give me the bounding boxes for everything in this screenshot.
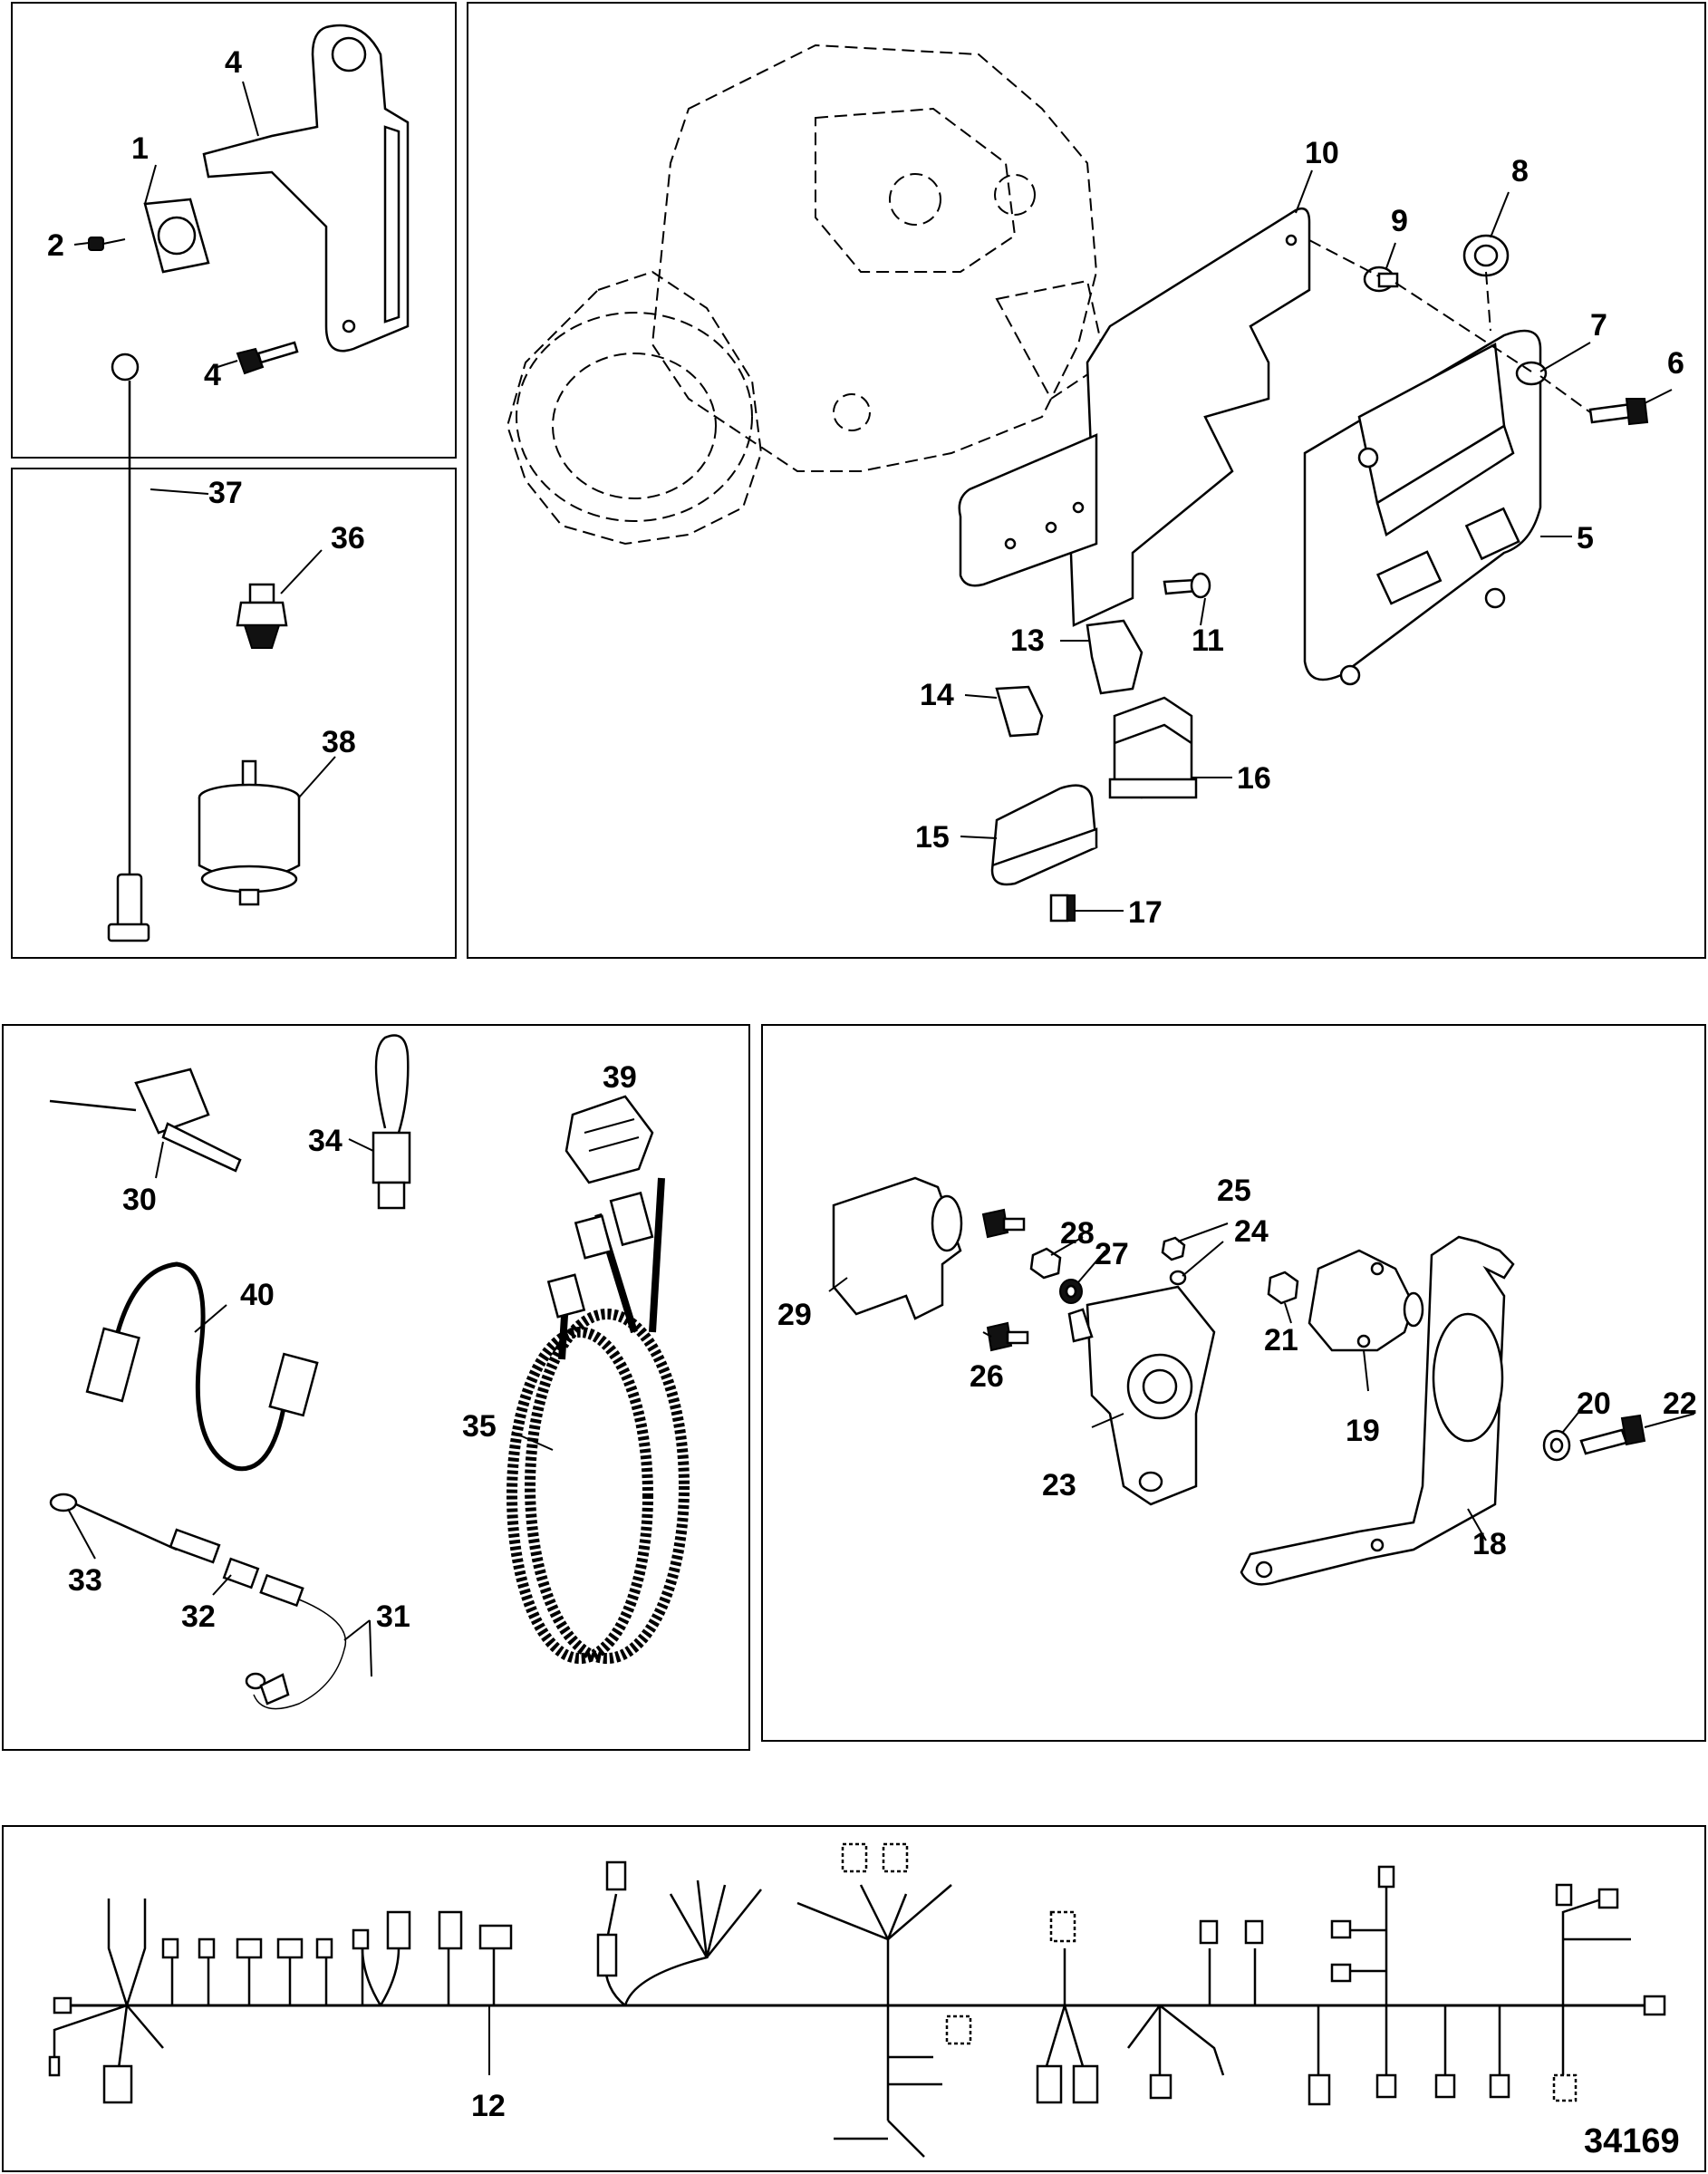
callout-1: 1 [131,131,149,166]
bracket-part-29 [832,1176,963,1320]
sensor-assembly-part-23 [1067,1285,1216,1506]
callout-21: 21 [1264,1323,1298,1358]
callout-20: 20 [1577,1387,1611,1421]
temperature-sensor-part-30 [49,1068,242,1173]
callout-12: 12 [471,2089,506,2123]
nut-part-25 [1161,1236,1186,1261]
coiled-harness-part-35 [507,1177,690,1664]
callout-34: 34 [308,1124,343,1158]
stud-part-26-and-28 [981,1208,1029,1352]
relay-part-16 [1108,696,1198,799]
bracket-part-18 [1240,1235,1515,1586]
callout-14: 14 [920,678,954,712]
panel-throttle [761,1024,1706,1742]
callout-15: 15 [915,820,950,855]
screw-part-11 [1163,572,1211,599]
callout-38: 38 [322,725,356,759]
panel-main-harness [2,1825,1706,2172]
ecm-module-part-5 [1303,329,1542,686]
callout-3: 4 [225,45,242,80]
connector-part-39 [565,1095,654,1184]
bolt-part-22 [1579,1414,1646,1455]
callout-24: 24 [1234,1214,1269,1249]
spacer-part-9 [1363,266,1399,293]
bolt-part-4 [236,341,299,375]
callout-25: 25 [1217,1174,1251,1208]
callout-26: 26 [970,1359,1004,1394]
grommet-part-8 [1462,234,1510,277]
callout-19: 19 [1346,1414,1380,1448]
washer-part-7 [1515,361,1548,386]
fuse-holder-part-15 [990,784,1098,886]
clip-part-14 [995,685,1044,738]
drawing-number: 34169 [1584,2122,1680,2160]
mounting-bracket-part-3 [202,24,410,353]
callout-4: 4 [204,358,221,392]
callout-27: 27 [1095,1237,1129,1271]
oil-pressure-sender-part-38 [198,759,301,906]
bolt-part-6 [1588,398,1649,426]
callout-35: 35 [462,1409,497,1444]
callout-29: 29 [777,1298,812,1332]
callout-13: 13 [1010,623,1045,658]
callout-22: 22 [1663,1387,1697,1421]
clip-part-13 [1086,619,1143,695]
knock-sensor-part-37 [107,353,150,942]
callout-5: 5 [1577,521,1594,556]
mounting-plate-part-10 [958,207,1311,627]
nut-part-28 [1029,1247,1062,1280]
engine-wiring-harness-part-12 [48,1842,1666,2158]
callout-6: 6 [1667,346,1684,381]
throttle-sensor-part-19 [1308,1249,1424,1352]
callout-7: 7 [1590,308,1607,343]
fuse-part-17 [1049,894,1076,923]
callout-31: 31 [376,1599,410,1634]
jumper-harness-part-40 [85,1261,319,1472]
callout-17: 17 [1128,895,1163,930]
washer-part-20 [1542,1429,1571,1462]
callout-8: 8 [1511,154,1529,188]
washer-part-27 [1059,1279,1083,1304]
callout-36: 36 [331,521,365,556]
pressure-sensor-part-36 [236,583,288,649]
callout-30: 30 [122,1183,157,1217]
callout-33: 33 [68,1563,102,1598]
callout-2: 2 [47,228,64,263]
jumper-loop-part-34 [372,1034,411,1210]
callout-9: 9 [1391,204,1408,238]
callout-23: 23 [1042,1468,1076,1502]
callout-37: 37 [208,476,243,510]
callout-28: 28 [1060,1216,1095,1251]
screw-part-2 [88,237,126,251]
sensor-bracket-part-1 [143,198,210,274]
callout-32: 32 [181,1599,216,1634]
harness-parts-31-33 [49,1493,347,1710]
nut-part-21 [1267,1271,1299,1305]
callout-11: 11 [1192,623,1224,658]
callout-16: 16 [1237,761,1271,796]
washer-part-24 [1169,1270,1187,1286]
callout-39: 39 [603,1060,637,1095]
callout-40: 40 [240,1278,275,1312]
callout-10: 10 [1305,136,1339,170]
callout-18: 18 [1472,1527,1507,1561]
